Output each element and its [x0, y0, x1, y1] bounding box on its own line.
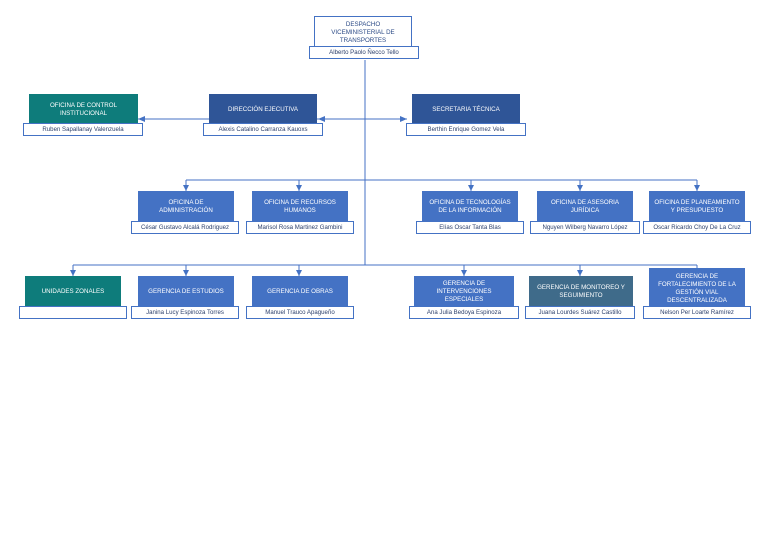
node-despacho-name: Alberto Paolo Ñecco Tello — [309, 46, 419, 59]
node-fortalecimiento-name: Nelson Per Loarte Ramírez — [643, 306, 751, 319]
node-planeamiento-name: Oscar Ricardo Choy De La Cruz — [643, 221, 751, 234]
node-administracion-name: César Gustavo Alcalá Rodriguez — [131, 221, 239, 234]
node-estudios-name: Janina Lucy Espinoza Torres — [131, 306, 239, 319]
node-secretaria-name: Berthin Enrique Gomez Vela — [406, 123, 526, 136]
node-asesoria-name: Nguyen Wilberg Navarro López — [530, 221, 640, 234]
node-tecnologias-name: Elías Oscar Tanta Blas — [416, 221, 524, 234]
node-ejecutiva-name: Alexis Catalino Carranza Kauoxs — [203, 123, 323, 136]
node-control-name: Ruben Sapallanay Valenzuela — [23, 123, 143, 136]
node-obras-name: Manuel Trauco Apagueño — [246, 306, 354, 319]
node-zonales-name — [19, 306, 127, 319]
node-rrhh-name: Marisol Rosa Martinez Gambini — [246, 221, 354, 234]
arrow-heads — [70, 116, 700, 276]
node-fortalecimiento-title: GERENCIA DE FORTALECIMIENTO DE LA GESTIÓ… — [649, 268, 745, 312]
node-intervenciones-name: Ana Julia Bedoya Espinoza — [409, 306, 519, 319]
node-monitoreo-name: Juana Lourdes Suárez Castillo — [525, 306, 635, 319]
